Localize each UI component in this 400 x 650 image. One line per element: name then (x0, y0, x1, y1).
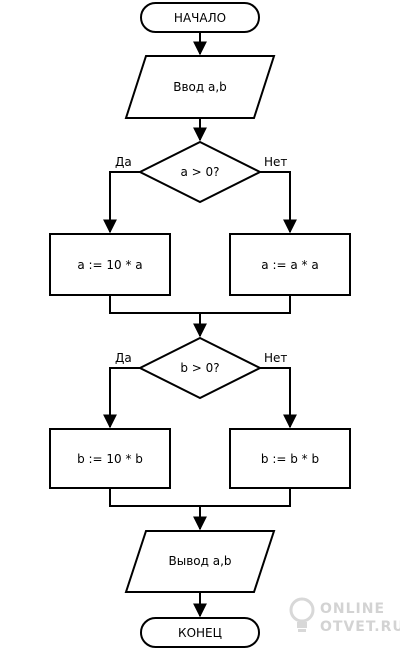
process-b-no-rect (229, 428, 351, 489)
decision-b-condition: b > 0? (180, 361, 219, 375)
decision-b-yes-label: Да (115, 351, 132, 365)
decision-b-diamond (137, 336, 263, 400)
process-b-no-block: b := b * b (229, 428, 351, 489)
decision-b-no-label: Нет (264, 351, 287, 365)
arrow-decision1-yes (103, 171, 140, 234)
input-label: Ввод a,b (173, 80, 227, 94)
process-a-yes-label: a := 10 * a (77, 258, 142, 272)
decision-a-block: a > 0? Да Нет (115, 140, 287, 204)
end-shape (140, 617, 260, 648)
start-shape (140, 2, 260, 33)
decision-a-condition: a > 0? (180, 165, 219, 179)
input-parallelogram (124, 55, 276, 119)
process-b-yes-label: b := 10 * b (77, 452, 143, 466)
output-parallelogram (124, 530, 276, 593)
start-label: НАЧАЛО (174, 11, 226, 25)
end-terminator: КОНЕЦ (140, 617, 260, 648)
merge-line-1 (109, 295, 291, 314)
decision-a-no-label: Нет (264, 155, 287, 169)
watermark-line1: ONLINE (320, 601, 385, 617)
arrow-decision1-no (260, 171, 297, 234)
watermark-line2: OTVET.RU (320, 619, 400, 635)
input-block: Ввод a,b (124, 55, 276, 119)
arrow-decision2-no (260, 367, 297, 429)
merge-line-2 (109, 488, 291, 507)
watermark: ONLINE OTVET.RU (289, 597, 400, 635)
end-label: КОНЕЦ (178, 626, 222, 640)
connector-lines (103, 32, 297, 618)
decision-a-diamond (137, 140, 263, 204)
process-b-yes-block: b := 10 * b (49, 428, 171, 489)
process-a-yes-rect (49, 233, 171, 296)
process-a-no-block: a := a * a (229, 233, 351, 296)
output-block: Вывод a,b (124, 530, 276, 593)
process-a-no-rect (229, 233, 351, 296)
decision-a-yes-label: Да (115, 155, 132, 169)
arrow-decision2-yes (103, 367, 140, 429)
process-a-no-label: a := a * a (261, 258, 318, 272)
decision-b-block: b > 0? Да Нет (115, 336, 287, 400)
start-terminator: НАЧАЛО (140, 2, 260, 33)
lightbulb-icon (289, 597, 315, 632)
process-a-yes-block: a := 10 * a (49, 233, 171, 296)
output-label: Вывод a,b (168, 554, 231, 568)
process-b-no-label: b := b * b (261, 452, 319, 466)
process-b-yes-rect (49, 428, 171, 489)
